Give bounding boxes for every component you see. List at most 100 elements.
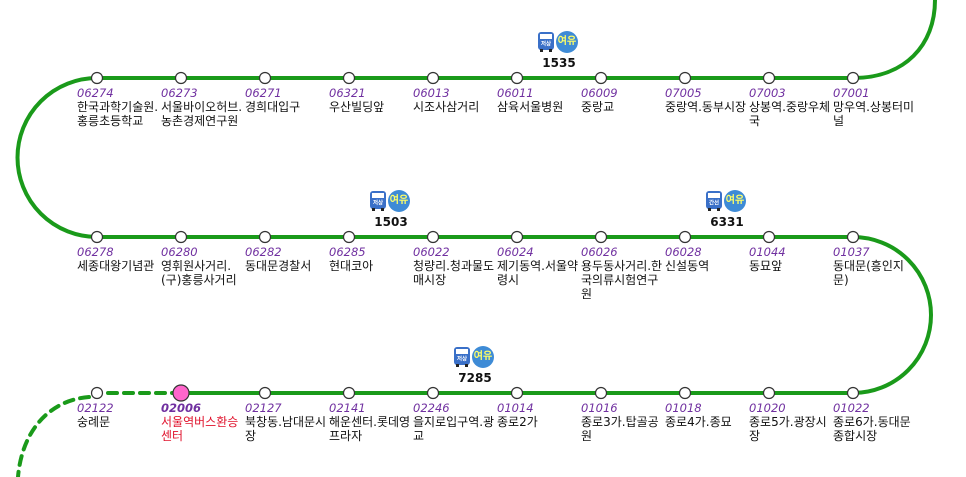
route-line-right-turn: [851, 235, 933, 395]
stop-name: 상봉역.중랑우체국: [749, 100, 831, 128]
seat-availability-badge: 여유: [388, 190, 410, 212]
stop-name: 해운센터.롯데영프라자: [329, 415, 411, 443]
stop-node[interactable]: [762, 230, 776, 244]
stop-id: 02246: [413, 401, 450, 415]
bus-icon: 저상: [538, 32, 554, 52]
stop-node[interactable]: [678, 386, 692, 400]
stop-node[interactable]: [90, 71, 104, 85]
stop-name: 신설동역: [665, 259, 710, 273]
stop-id: 02006: [161, 401, 202, 415]
stop-name: 종로3가.탑골공원: [581, 415, 659, 443]
stop-node[interactable]: [258, 230, 272, 244]
stop-node[interactable]: [426, 71, 440, 85]
stop-id: 06271: [245, 86, 282, 100]
stop-name: 중랑교: [581, 100, 615, 114]
route-line-top-curve: [851, 0, 937, 80]
bus-type-label: 저상: [541, 40, 551, 48]
stop-node[interactable]: [174, 71, 188, 85]
stop-node[interactable]: [678, 230, 692, 244]
stop-name: 중랑역.동부시장: [665, 100, 747, 114]
stop-id: 02141: [329, 401, 366, 415]
stop-node[interactable]: [594, 386, 608, 400]
stop-name: 제기동역.서울약령시: [497, 259, 579, 287]
stop-nodes: [90, 71, 860, 402]
stop-id: 06024: [497, 245, 534, 259]
stop-id: 06273: [161, 86, 198, 100]
stop-node[interactable]: [258, 71, 272, 85]
stop-name: 을지로입구역.광교: [413, 415, 495, 443]
stop-name: 종로6가.동대문종합시장: [833, 415, 911, 443]
stop-node[interactable]: [342, 230, 356, 244]
stop-node[interactable]: [846, 230, 860, 244]
seat-availability-badge: 여유: [724, 190, 746, 212]
stop-node[interactable]: [678, 71, 692, 85]
stop-node[interactable]: [426, 386, 440, 400]
stop-node[interactable]: [510, 230, 524, 244]
stop-node[interactable]: [174, 230, 188, 244]
stop-node-current[interactable]: [172, 384, 190, 402]
stop-id: 06280: [161, 245, 198, 259]
stop-node[interactable]: [762, 386, 776, 400]
bus-icon: 저상: [370, 191, 386, 211]
stop-name: 세종대왕기념관: [77, 259, 155, 273]
stop-id: 06274: [77, 86, 114, 100]
seat-availability-badge: 여유: [472, 346, 494, 368]
stop-node[interactable]: [90, 230, 104, 244]
bus-type-label: 간선: [709, 199, 719, 207]
stop-node[interactable]: [510, 386, 524, 400]
stop-id: 01044: [749, 245, 786, 259]
stop-node[interactable]: [90, 386, 104, 400]
stop-node[interactable]: [258, 386, 272, 400]
stop-node[interactable]: [846, 386, 860, 400]
stop-name: 숭례문: [77, 415, 111, 429]
stop-node[interactable]: [510, 71, 524, 85]
stop-node[interactable]: [342, 71, 356, 85]
stop-id: 01022: [833, 401, 870, 415]
stop-node[interactable]: [762, 71, 776, 85]
stop-node[interactable]: [594, 71, 608, 85]
stop-name: 용두동사거리.한국의류시험연구원: [581, 259, 663, 301]
stop-node[interactable]: [594, 230, 608, 244]
stop-node[interactable]: [426, 230, 440, 244]
stop-id: 06009: [581, 86, 618, 100]
stop-id: 07001: [833, 86, 870, 100]
stop-node[interactable]: [846, 71, 860, 85]
bus-icon: 저상: [454, 347, 470, 367]
stop-node[interactable]: [342, 386, 356, 400]
